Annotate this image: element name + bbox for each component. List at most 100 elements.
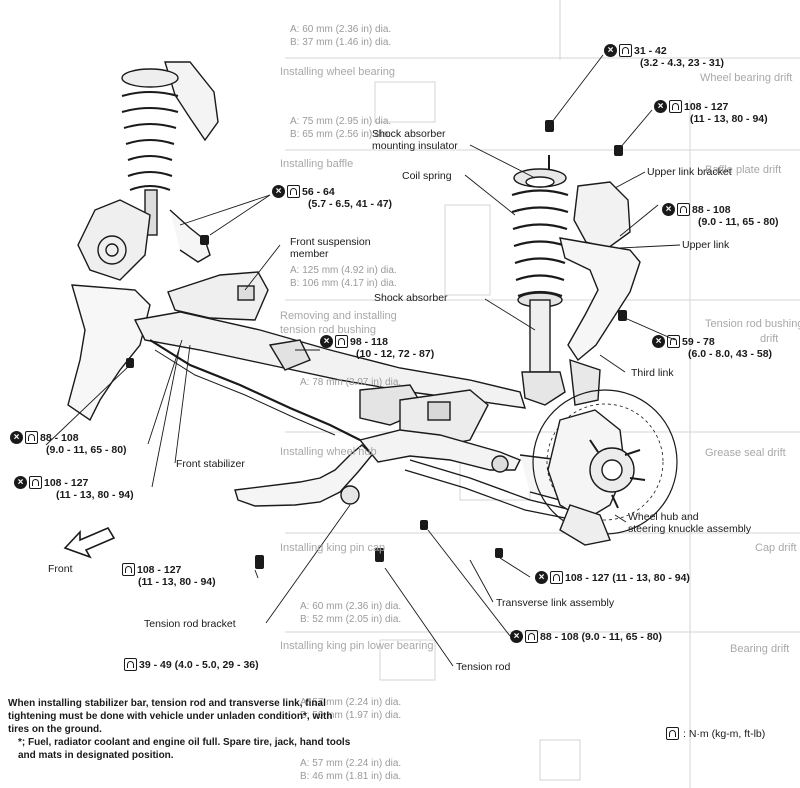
bg-text: A: 60 mm (2.36 in) dia. xyxy=(290,24,392,35)
bg-text: A: 60 mm (2.36 in) dia. xyxy=(300,601,402,612)
bg-text: Tension rod bushing xyxy=(705,318,800,330)
torque-wrench-icon xyxy=(677,203,690,216)
label-line: member xyxy=(290,248,329,260)
replace-icon: × xyxy=(604,44,617,57)
bg-text: tension rod bushing xyxy=(280,324,377,336)
label-tension-rod-bracket: Tension rod bracket xyxy=(144,618,236,630)
right-strut-assembly xyxy=(511,155,641,406)
leader-lines xyxy=(45,54,681,667)
torque-wrench-icon xyxy=(25,431,38,444)
replace-icon: × xyxy=(320,335,333,348)
torque-units: (11 - 13, 80 - 94) xyxy=(690,113,768,125)
bg-text: B: 52 mm (2.05 in) dia. xyxy=(300,614,402,625)
replace-icon: × xyxy=(652,335,665,348)
torque-wrench-icon xyxy=(619,44,632,57)
torque-spec: 39 - 49 (4.0 - 5.0, 29 - 36) xyxy=(124,658,259,671)
torque-value: 88 - 108 xyxy=(692,203,731,216)
torque-value: 108 - 127 xyxy=(44,476,89,489)
torque-spec: × 98 - 118 (10 - 12, 72 - 87) xyxy=(320,335,434,360)
bg-text: B: 65 mm (2.56 in) dia. xyxy=(290,129,392,140)
bg-text: A: 57 mm (2.24 in) dia. xyxy=(300,697,402,708)
label-line: Shock absorber xyxy=(372,128,446,140)
bg-text: Installing baffle xyxy=(280,158,354,170)
torque-units: (5.7 - 6.5, 41 - 47) xyxy=(308,198,393,210)
label-third-link: Third link xyxy=(631,367,674,379)
torque-spec: ×108 - 127 (11 - 13, 80 - 94) xyxy=(654,100,768,125)
torque-wrench-icon xyxy=(335,335,348,348)
note-footnote: *; Fuel, radiator coolant and engine oil… xyxy=(18,737,351,761)
replace-icon: × xyxy=(535,571,548,584)
torque-spec: ×56 - 64 (5.7 - 6.5, 41 - 47) xyxy=(272,185,392,210)
torque-value: 56 - 64 xyxy=(302,185,335,198)
bg-text: Cap drift xyxy=(755,542,797,554)
wheel-hub-knuckle xyxy=(532,389,678,546)
bg-text: A: 78 mm (3.07 in) dia. xyxy=(300,377,402,388)
torque-value: 108 - 127 xyxy=(137,563,182,576)
crossmember xyxy=(133,311,526,451)
label-tension-rod: Tension rod xyxy=(456,661,511,673)
bg-text: drift xyxy=(760,333,779,345)
torque-wrench-icon xyxy=(666,727,679,740)
torque-units: (11 - 13, 80 - 94) xyxy=(138,576,216,588)
torque-value: 98 - 118 xyxy=(350,335,388,348)
torque-wrench-icon xyxy=(669,100,682,113)
unit-legend: : N·m (kg-m, ft-lb) xyxy=(666,727,765,740)
label-line: Wheel hub and xyxy=(628,511,699,523)
label-line: mounting insulator xyxy=(372,140,458,152)
torque-units: (10 - 12, 72 - 87) xyxy=(356,348,435,360)
torque-spec: ×88 - 108 (9.0 - 11, 65 - 80) xyxy=(510,630,662,643)
torque-wrench-icon xyxy=(124,658,137,671)
replace-icon: × xyxy=(662,203,675,216)
torque-spec: ×88 - 108 (9.0 - 11, 65 - 80) xyxy=(10,431,127,456)
torque-value: 31 - 42 xyxy=(634,44,667,57)
label-front-stabilizer: Front stabilizer xyxy=(176,458,245,470)
bg-text: A: 57 mm (2.24 in) dia. xyxy=(300,758,402,769)
label-transverse-link: Transverse link assembly xyxy=(496,597,615,609)
bg-text: Installing king pin lower bearing xyxy=(280,640,434,652)
torque-wrench-icon xyxy=(287,185,300,198)
torque-wrench-icon xyxy=(667,335,680,348)
front-arrow-icon xyxy=(63,526,116,559)
replace-icon: × xyxy=(10,431,23,444)
bg-text: A: 125 mm (4.92 in) dia. xyxy=(290,265,397,276)
fasteners xyxy=(126,120,627,569)
replace-icon: × xyxy=(654,100,667,113)
torque-wrench-icon xyxy=(550,571,563,584)
label-front-suspension-member: Front suspension member xyxy=(290,236,371,260)
bg-text: Installing king pin cap xyxy=(280,542,386,554)
bg-text: B: 46 mm (1.81 in) dia. xyxy=(300,771,402,782)
replace-icon: × xyxy=(14,476,27,489)
torque-spec: × 88 - 108 (9.0 - 11, 65 - 80) xyxy=(662,203,779,228)
bg-text: B: 106 mm (4.17 in) dia. xyxy=(290,278,397,289)
label-upper-link-bracket: Upper link bracket xyxy=(647,166,732,178)
torque-spec: × 59 - 78 (6.0 - 8.0, 43 - 58) xyxy=(652,335,772,360)
torque-units: (9.0 - 11, 65 - 80) xyxy=(698,216,779,228)
label-line: Front suspension xyxy=(290,236,371,248)
replace-icon: × xyxy=(510,630,523,643)
left-strut-assembly xyxy=(77,61,219,281)
label-shock-absorber-mounting-insulator: Shock absorber mounting insulator xyxy=(372,128,458,152)
label-front: Front xyxy=(48,563,73,575)
torque-units: (6.0 - 8.0, 43 - 58) xyxy=(688,348,773,360)
torque-units: (9.0 - 11, 65 - 80) xyxy=(46,444,127,456)
label-shock-absorber: Shock absorber xyxy=(374,292,448,304)
bg-text: Grease seal drift xyxy=(705,447,786,459)
bg-text: Installing wheel bearing xyxy=(280,66,395,78)
left-lower-arm xyxy=(67,271,269,422)
torque-spec: × 108 - 127 (11 - 13, 80 - 94) xyxy=(14,476,134,501)
torque-wrench-icon xyxy=(525,630,538,643)
torque-units: (3.2 - 4.3, 23 - 31) xyxy=(640,57,725,69)
label-upper-link: Upper link xyxy=(682,239,730,251)
label-coil-spring: Coil spring xyxy=(402,170,452,182)
bg-text: Removing and installing xyxy=(280,310,397,322)
torque-value: 59 - 78 xyxy=(682,335,715,348)
torque-units: (11 - 13, 80 - 94) xyxy=(56,489,134,501)
bg-text: Baffle plate drift xyxy=(705,164,782,176)
bg-text: B: 50 mm (1.97 in) dia. xyxy=(300,710,402,721)
torque-spec: ×108 - 127 (11 - 13, 80 - 94) xyxy=(535,571,690,584)
installation-note: When installing stabilizer bar, tension … xyxy=(8,697,353,762)
bg-text: Installing wheel hub xyxy=(280,446,377,458)
label-wheel-hub: Wheel hub and steering knuckle assembly xyxy=(628,511,751,535)
torque-spec: × 31 - 42 (3.2 - 4.3, 23 - 31) xyxy=(604,44,724,69)
